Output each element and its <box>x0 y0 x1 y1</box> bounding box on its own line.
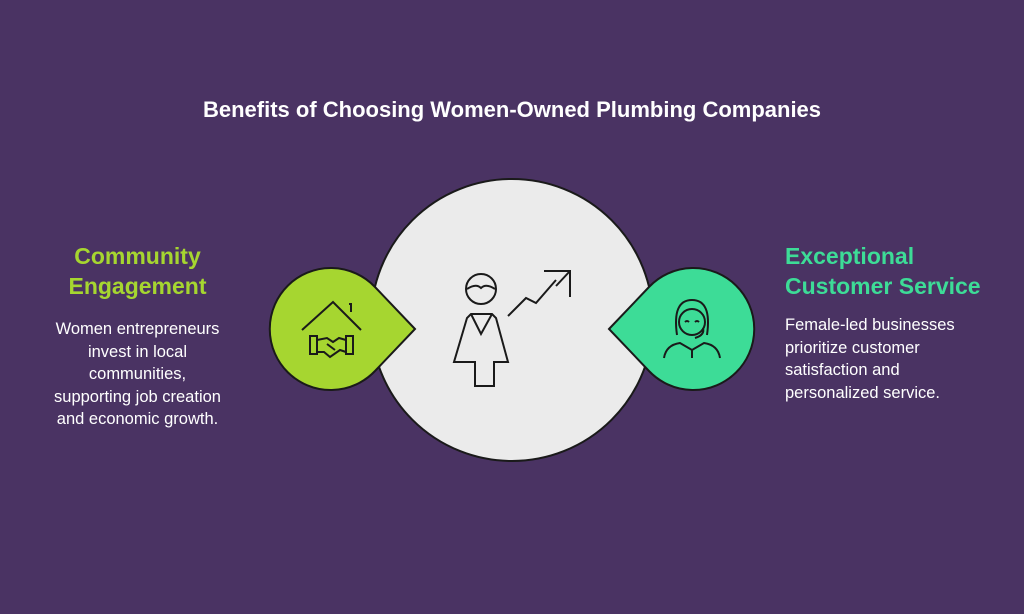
heading-line: Community <box>74 243 201 269</box>
body-line: invest in local <box>87 342 188 361</box>
heading-line: Engagement <box>68 273 207 299</box>
customer-service-agent-icon <box>663 298 721 359</box>
community-engagement-heading: Community Engagement <box>20 241 255 301</box>
body-line: supporting job creation <box>54 387 221 406</box>
body-line: personalized service. <box>785 383 940 402</box>
customer-service-description: Female-led businesses prioritize custome… <box>785 314 1015 404</box>
body-line: Women entrepreneurs <box>55 320 220 338</box>
woman-growth-chart-icon <box>452 270 571 387</box>
community-engagement-description: Women entrepreneurs invest in local comm… <box>20 318 255 431</box>
body-line: prioritize customer <box>785 338 920 357</box>
left-drop <box>268 267 417 391</box>
diagram-title: Benefits of Choosing Women-Owned Plumbin… <box>202 97 822 122</box>
center-circle <box>370 178 654 462</box>
heading-line: Exceptional <box>785 243 915 269</box>
customer-service-heading: Exceptional Customer Service <box>785 241 1015 301</box>
body-line: and economic growth. <box>56 410 219 428</box>
body-line: Female-led businesses <box>785 316 955 334</box>
heading-line: Customer Service <box>785 273 981 299</box>
body-line: communities, <box>88 365 187 383</box>
house-handshake-icon <box>301 300 362 359</box>
body-line: satisfaction and <box>785 361 900 379</box>
